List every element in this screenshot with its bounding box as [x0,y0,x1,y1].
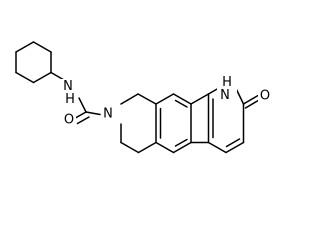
bond-benz-2 [172,93,192,105]
bond-co-2 [76,116,90,125]
amide-o-label: O [64,113,74,128]
bond-cy-3 [32,71,52,84]
bond-pyr-co-o-1 [242,94,259,105]
bond-pyr-4 [225,141,245,154]
bond-ring-n-up [120,93,139,105]
bond-pyr-1 [190,93,210,105]
bond-pyr-co-o-2 [244,98,261,109]
bond-carbonyl-n [85,111,101,116]
ring-n-label: N [103,107,113,122]
bond-benz-5 [155,141,175,154]
bond-pyr-nh-co [235,87,245,105]
bond-ring-ch2-1 [120,141,140,154]
ring-o-label: O [260,89,270,104]
bond-ring-ch2-2 [137,141,157,154]
bond-benz-4-inner [174,138,188,147]
bond-cy-6 [15,41,35,53]
bond-cy-4 [15,71,35,84]
bond-co-1 [73,111,87,120]
bond-benz-1 [155,93,175,105]
amide-nh-label: N H [63,79,77,107]
bond-cy-1 [32,41,52,53]
bond-benz-4 [172,141,192,154]
molecule-canvas: N H O N N H O [15,41,272,154]
bond-nh-carbonyl [78,97,87,113]
bond-benz-2-inner [174,99,188,108]
molecule-structure: N H O N N H O [15,41,272,154]
bond-pyr-5 [207,141,227,154]
bond-pyr-4-inner [225,138,241,148]
bond-ring-ch2-3 [137,93,157,105]
ring-nh-label: N H [220,75,234,103]
bond-cy-nh [50,71,65,81]
bond-pyr-nh [207,87,219,95]
